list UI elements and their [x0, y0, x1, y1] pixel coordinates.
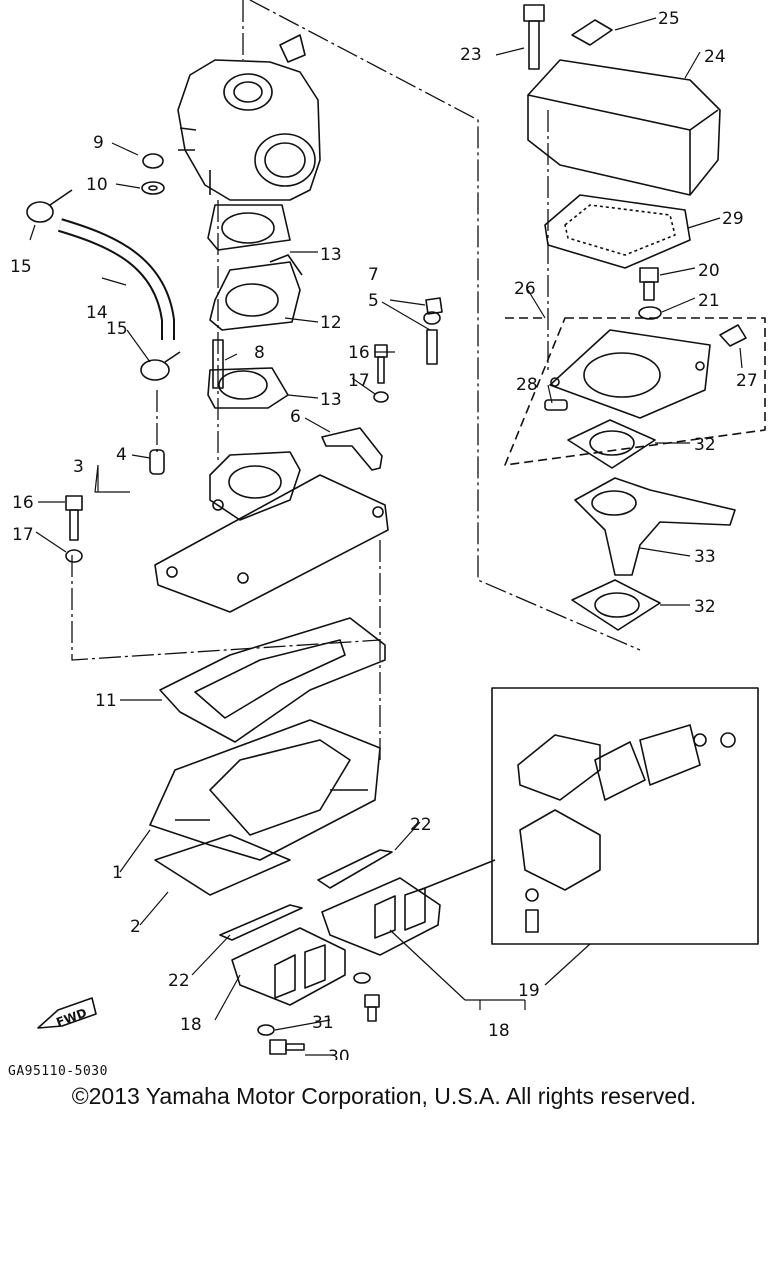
washer-10: [141, 181, 165, 195]
parts-diagram: FWD 1 2 3 4 5 6 7 8 9 10 11 12 13 13 14 …: [10, 0, 766, 1060]
callout-23: 23: [460, 45, 482, 65]
callout-4: 4: [116, 445, 127, 465]
callout-31: 31: [312, 1013, 334, 1033]
callout-3: 3: [73, 457, 84, 477]
carburetor: [177, 34, 321, 201]
clamp-15-upper: [26, 189, 73, 223]
callout-18-left: 18: [180, 1015, 202, 1035]
detail-box-19: [419, 687, 759, 945]
lower-gasket-13: [207, 367, 289, 409]
washer-31: [257, 972, 371, 1036]
callout-32-upper: 32: [694, 435, 716, 455]
callout-8: 8: [254, 343, 265, 363]
bolt-16-lower: [65, 495, 83, 541]
reed-valve-18-right: [321, 877, 441, 956]
blank-area: [0, 1130, 768, 1280]
grommet-25: [571, 19, 613, 46]
callout-7: 7: [368, 265, 379, 285]
callout-12: 12: [320, 313, 342, 333]
callout-20: 20: [698, 261, 720, 281]
callout-28: 28: [516, 375, 538, 395]
callouts: 1 2 3 4 5 6 7 8 9 10 11 12 13 13 14 15 1…: [10, 9, 758, 1060]
gasket-11: [159, 617, 386, 743]
callout-11: 11: [95, 691, 117, 711]
cover-24: [527, 59, 721, 196]
stud-8: [212, 339, 224, 389]
callout-2: 2: [130, 917, 141, 937]
gasket-2: [154, 834, 291, 896]
clamp-15-lower: [140, 351, 181, 381]
washer-17-upper: [373, 391, 389, 403]
plug-28: [544, 399, 568, 411]
callout-29: 29: [722, 209, 744, 229]
filter-29: [544, 194, 691, 269]
callout-14: 14: [86, 303, 108, 323]
callout-1: 1: [112, 863, 123, 883]
callout-9: 9: [93, 133, 104, 153]
bolt-20: [639, 267, 659, 301]
callout-24: 24: [704, 47, 726, 67]
washer-17-lower: [65, 549, 83, 563]
callout-17-lower: 17: [12, 525, 34, 545]
nipple-5: [423, 311, 441, 365]
callout-6: 6: [290, 407, 301, 427]
callout-13-lower: 13: [320, 390, 342, 410]
case-group-26: [504, 317, 766, 466]
callout-16-lower: 16: [12, 493, 34, 513]
bolt-23: [523, 4, 545, 70]
nut-9: [142, 153, 164, 169]
callout-33: 33: [694, 547, 716, 567]
upper-gasket-13: [207, 204, 291, 251]
gasket-32-upper: [567, 419, 656, 469]
callout-30: 30: [328, 1047, 350, 1060]
copyright-notice: ©2013 Yamaha Motor Corporation, U.S.A. A…: [71, 1083, 697, 1109]
spacer-4: [149, 449, 165, 475]
callout-10: 10: [86, 175, 108, 195]
callout-19: 19: [518, 981, 540, 1001]
leader-lines: [29, 17, 743, 1056]
adapter-12: [209, 254, 303, 331]
gasket-32-lower: [571, 579, 661, 631]
bolt-16-upper: [374, 344, 388, 384]
reed-valve-18-left: [231, 927, 346, 1006]
bracket-33: [574, 477, 736, 576]
callout-21: 21: [698, 291, 720, 311]
callout-16-upper: 16: [348, 343, 370, 363]
callout-15-lower: 15: [106, 319, 128, 339]
callout-32-lower: 32: [694, 597, 716, 617]
hose-14: [57, 218, 175, 340]
washer-21: [638, 306, 662, 320]
callout-26: 26: [514, 279, 536, 299]
callout-27: 27: [736, 371, 758, 391]
callout-17-upper: 17: [348, 371, 370, 391]
callout-5: 5: [368, 291, 379, 311]
fwd-arrow: [37, 997, 97, 1029]
fitting-27: [719, 324, 747, 347]
gasket-22-left: [219, 904, 303, 941]
bracket-6: [321, 427, 383, 471]
callout-25: 25: [658, 9, 680, 29]
manifold-3: [154, 451, 389, 613]
bolt-30: [269, 1039, 305, 1055]
reed-body-1: [149, 719, 381, 861]
gasket-22-right: [317, 849, 393, 889]
assembly-lines: [71, 0, 641, 760]
callout-18-right: 18: [488, 1021, 510, 1041]
callout-15-upper: 15: [10, 257, 32, 277]
cap-7: [425, 297, 443, 315]
bolt-30-right: [364, 994, 380, 1022]
drawing-code: GA95110-5030: [8, 1064, 108, 1079]
callout-22-left: 22: [168, 971, 190, 991]
callout-13-upper: 13: [320, 245, 342, 265]
callout-22-right: 22: [410, 815, 432, 835]
